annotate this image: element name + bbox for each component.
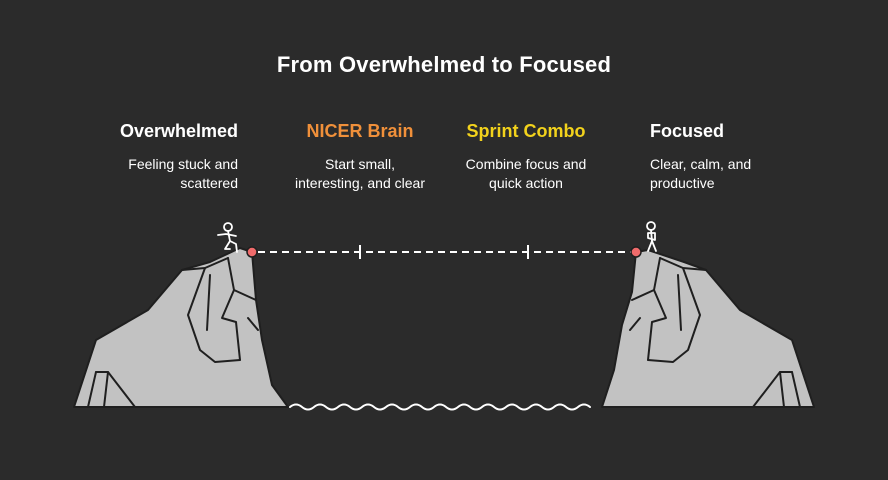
right-cliff	[602, 250, 814, 407]
climbing-person-icon	[218, 223, 237, 252]
end-point-icon	[631, 247, 641, 257]
left-cliff	[74, 248, 288, 407]
start-point-icon	[247, 247, 257, 257]
standing-person-icon	[647, 222, 656, 251]
water-wave-icon	[290, 405, 590, 410]
progress-path	[258, 245, 632, 259]
